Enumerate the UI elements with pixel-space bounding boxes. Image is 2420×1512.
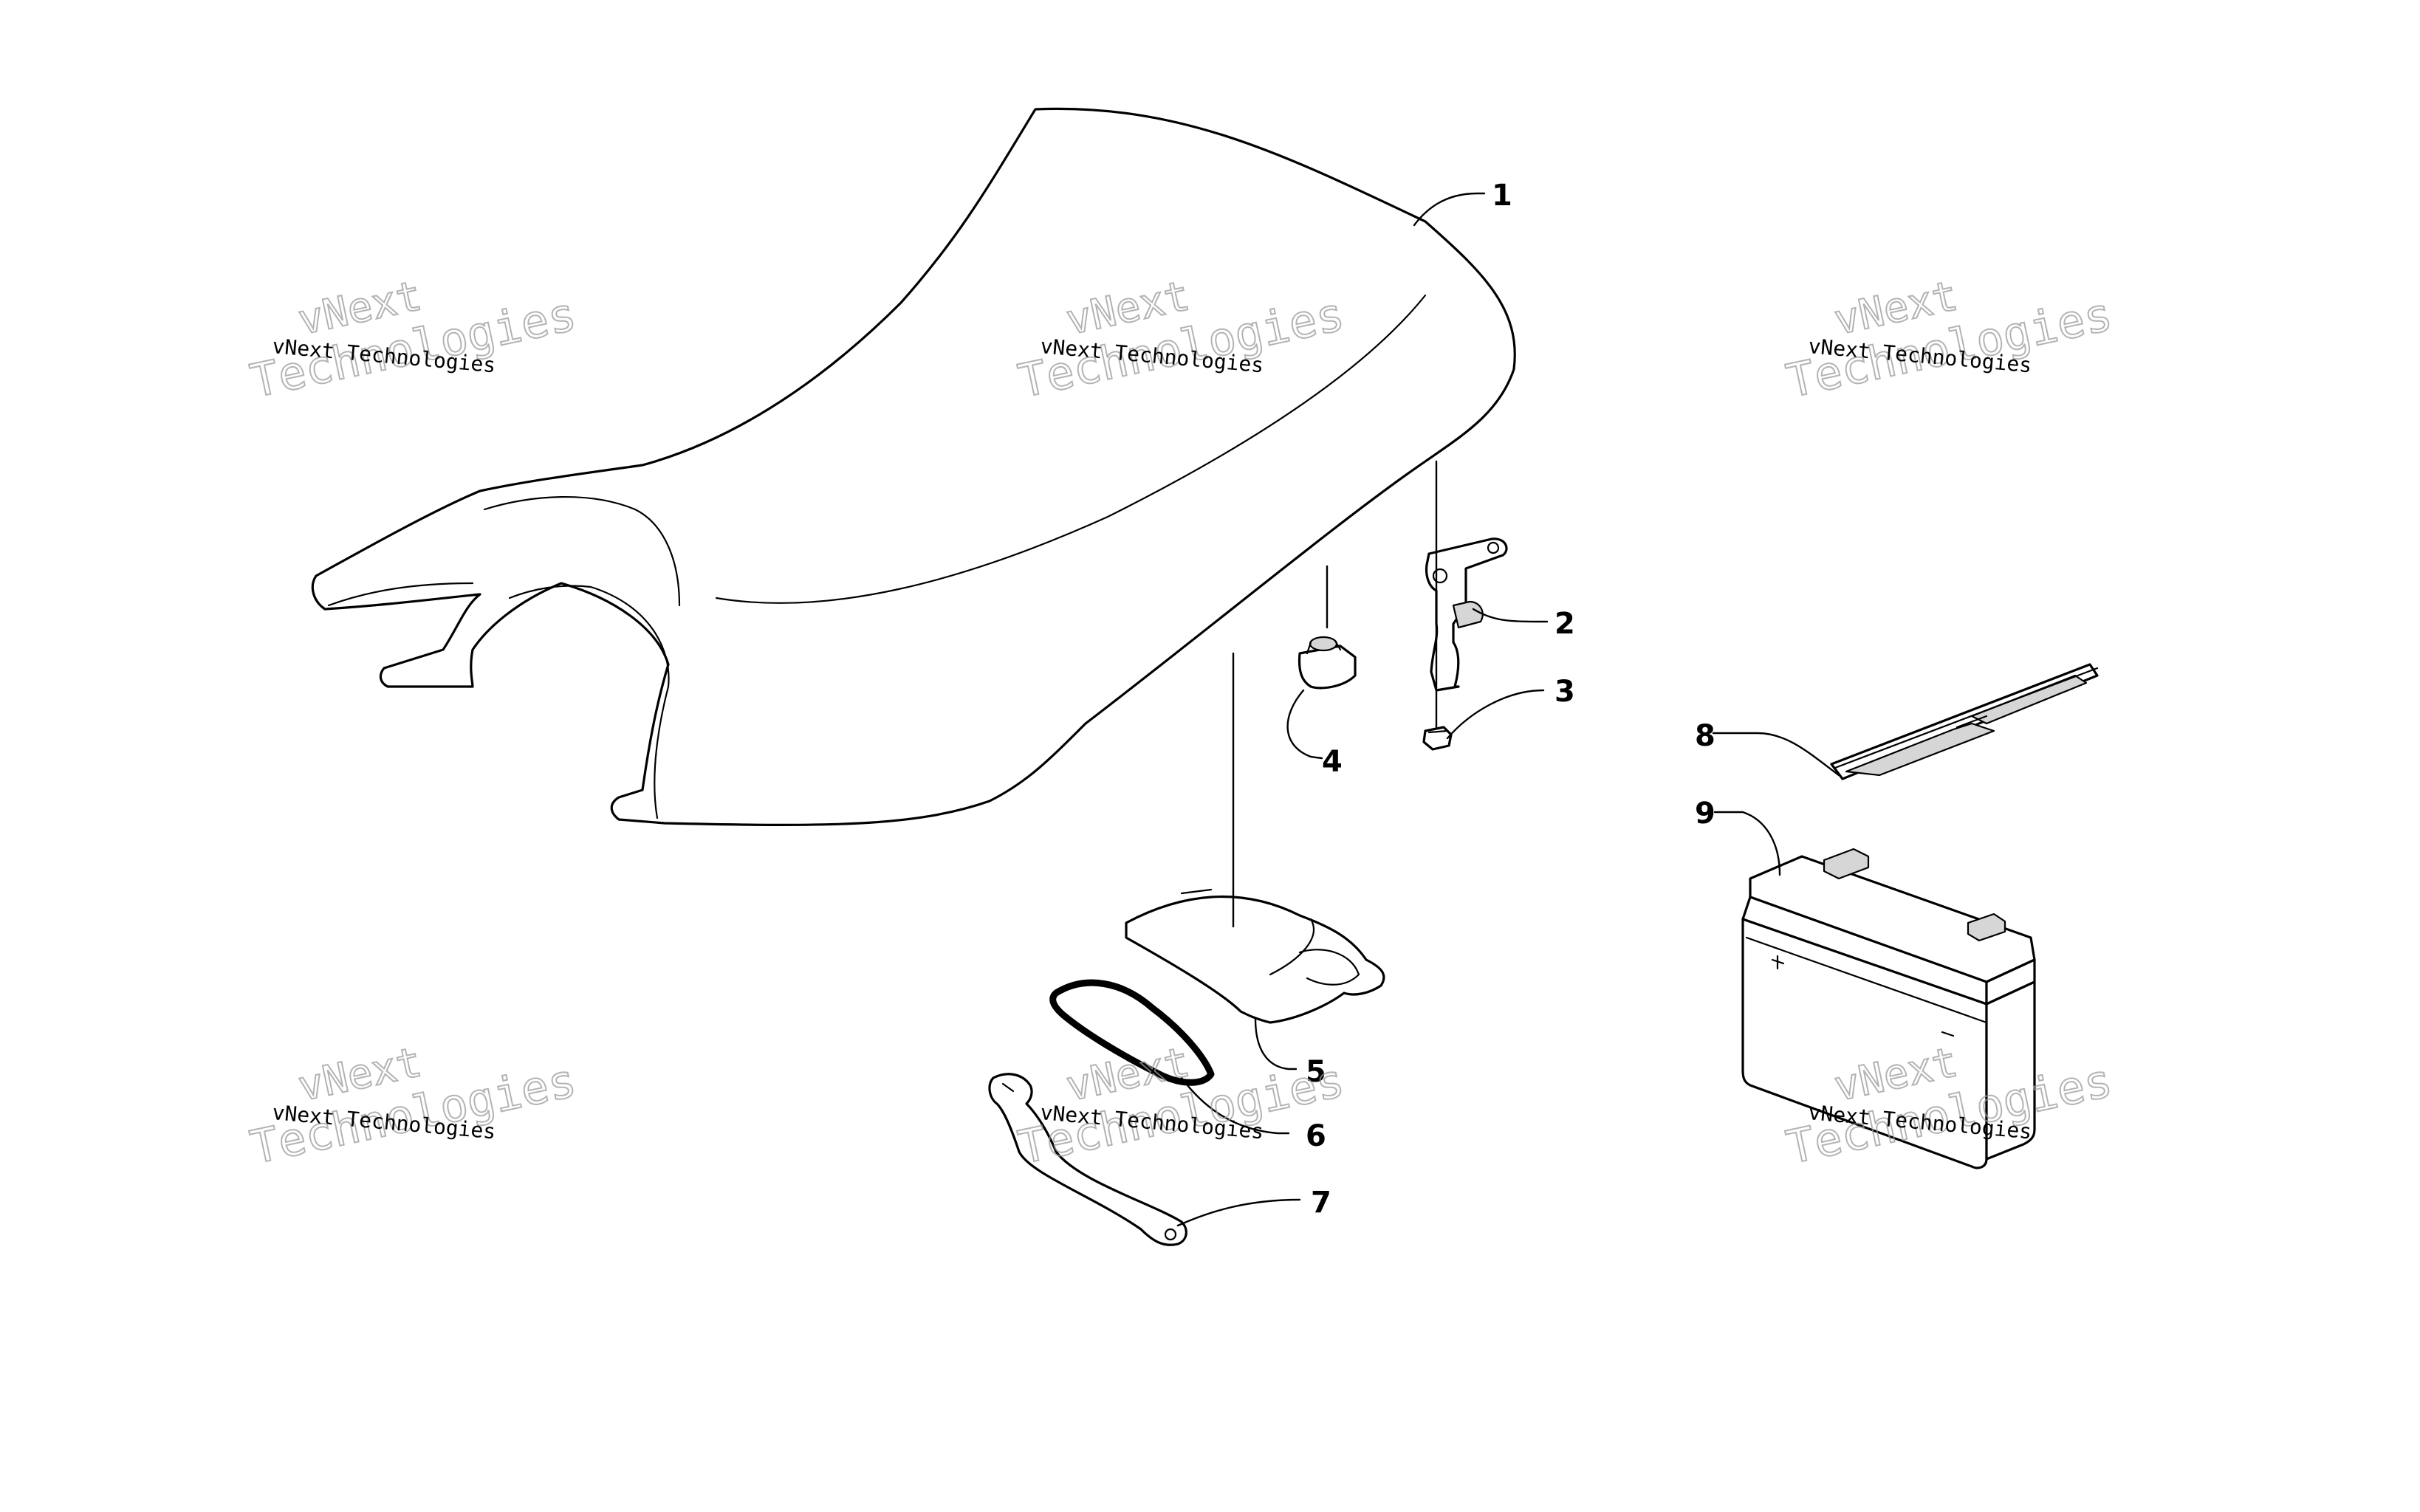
callout-8: 8 xyxy=(1695,719,1715,753)
battery-strap-part-8[interactable] xyxy=(1830,663,2099,780)
callout-numbers: 1 2 3 4 5 6 7 8 9 xyxy=(1306,179,1715,1220)
leader-7 xyxy=(1176,1198,1301,1227)
watermark-top-right: vNext Technologies xyxy=(1781,271,2117,409)
latch-bracket-part-2[interactable] xyxy=(1425,537,1508,692)
callout-1: 1 xyxy=(1492,179,1512,213)
gasket-part-6[interactable] xyxy=(1049,979,1215,1086)
callout-9: 9 xyxy=(1695,797,1715,831)
leader-lines xyxy=(1176,192,1840,1227)
leader-5 xyxy=(1254,1017,1298,1071)
watermark-bottom-left: vNext Technologies xyxy=(245,1037,581,1175)
callout-5: 5 xyxy=(1306,1055,1326,1089)
nut-part-3[interactable] xyxy=(1422,726,1453,751)
callout-4: 4 xyxy=(1322,745,1343,779)
bumper-part-4[interactable] xyxy=(1298,636,1357,690)
leader-4 xyxy=(1286,689,1323,760)
callout-2: 2 xyxy=(1555,607,1575,641)
seat-part-1[interactable] xyxy=(311,107,1516,826)
callout-3: 3 xyxy=(1555,675,1575,709)
spanner-wrench-part-7[interactable] xyxy=(988,1073,1187,1246)
leader-8 xyxy=(1712,732,1840,777)
leader-1 xyxy=(1413,192,1486,227)
storage-pouch-part-5[interactable] xyxy=(1125,888,1385,1024)
callout-6: 6 xyxy=(1306,1119,1326,1153)
leader-2 xyxy=(1472,608,1549,623)
leader-9 xyxy=(1713,811,1781,876)
leader-6 xyxy=(1180,1076,1290,1135)
watermark-top-left: vNext Technologies xyxy=(245,271,581,409)
leader-3 xyxy=(1446,689,1545,740)
callout-7: 7 xyxy=(1311,1186,1331,1220)
battery-part-9[interactable] xyxy=(1741,848,2036,1169)
